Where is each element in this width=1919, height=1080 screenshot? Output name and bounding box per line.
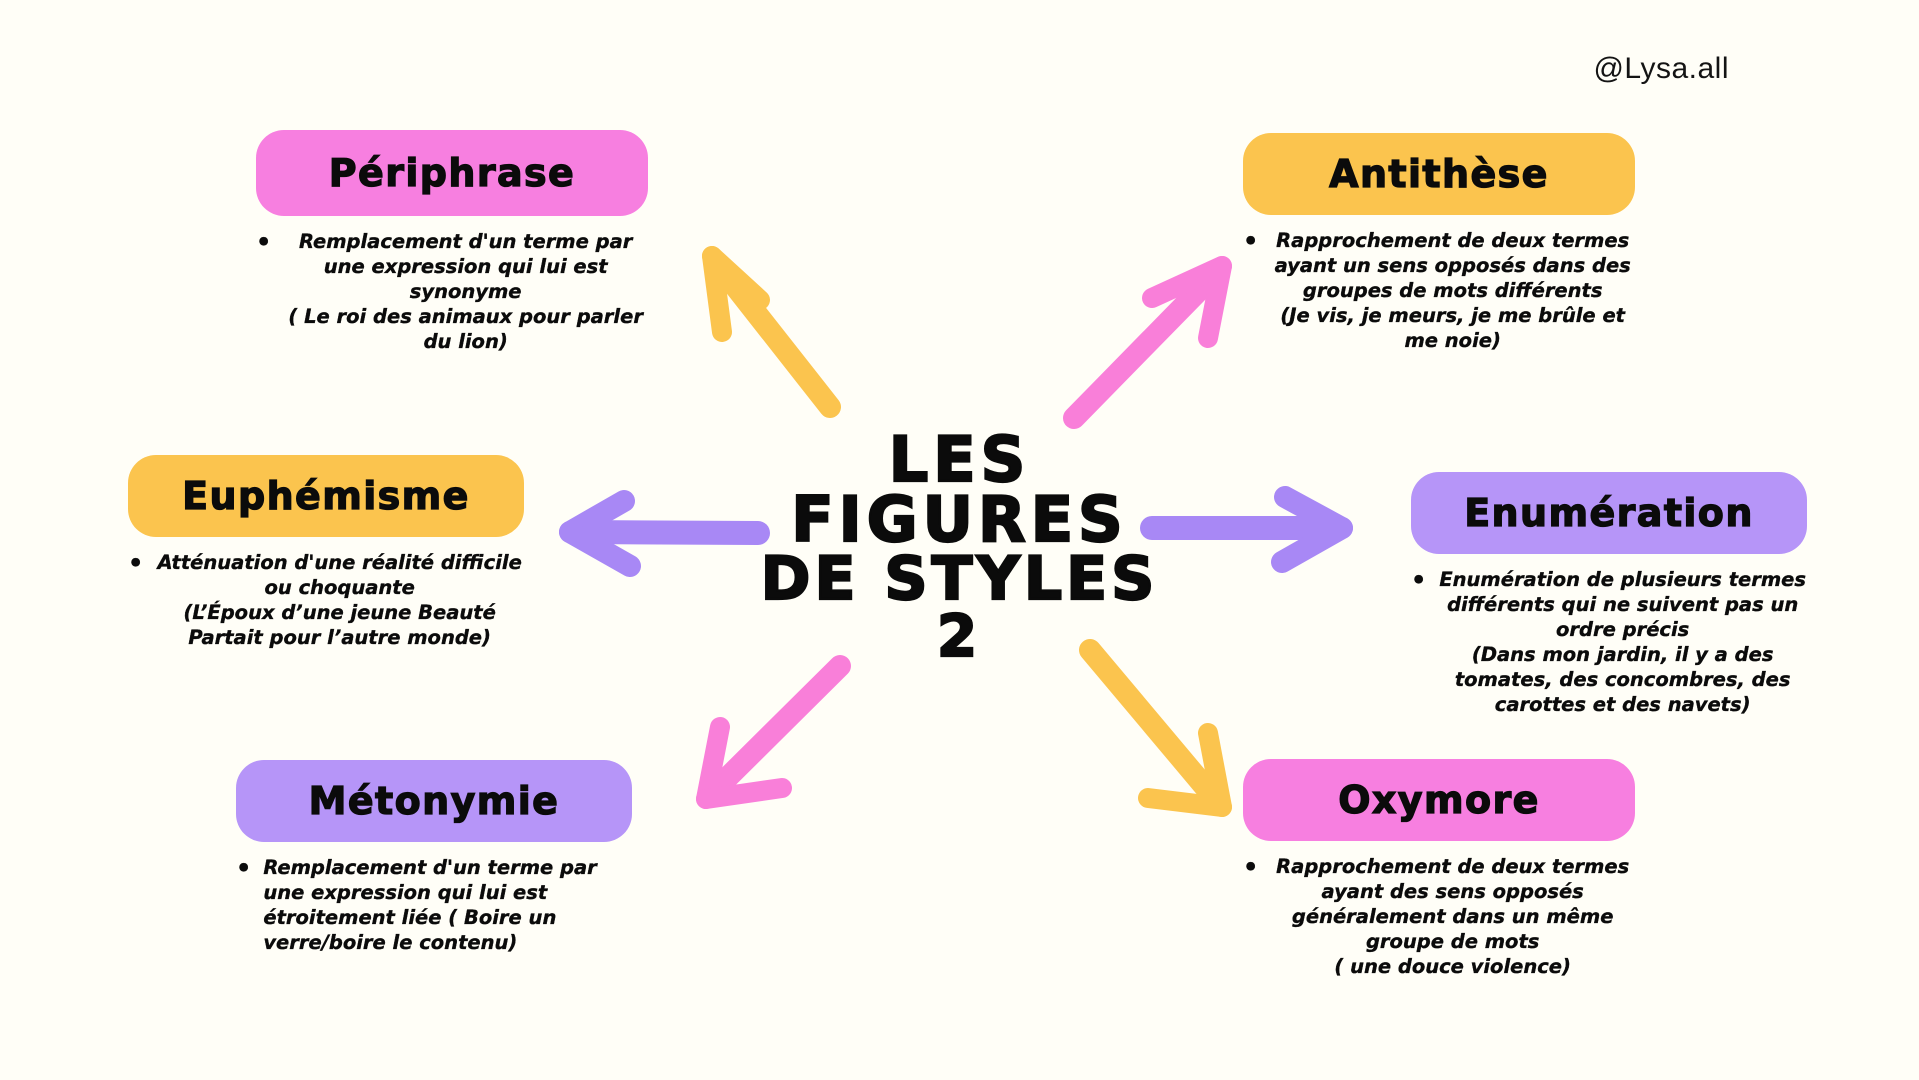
center-title: LES FIGURES DE STYLES 2 <box>700 423 1220 671</box>
node-euphemisme-description-text: Atténuation d'une réalité difficile ou c… <box>157 551 522 649</box>
node-oxymore[interactable]: Oxymore • Rapprochement de deux termes a… <box>1243 759 1635 980</box>
node-metonymie-description: • Remplacement d'un terme par une expres… <box>236 854 632 956</box>
arrow-to-periphrase-icon <box>702 246 841 418</box>
node-metonymie-title: Métonymie <box>308 778 560 823</box>
bullet-icon: • <box>236 854 252 882</box>
node-enumeration-title: Enumération <box>1464 490 1754 535</box>
node-oxymore-pill[interactable]: Oxymore <box>1243 759 1635 841</box>
node-periphrase-description: • Remplacement d'un terme par une expres… <box>256 228 648 355</box>
node-antithese-title: Antithèse <box>1329 151 1549 196</box>
node-periphrase-title: Périphrase <box>328 150 576 195</box>
node-euphemisme[interactable]: Euphémisme • Atténuation d'une réalité d… <box>128 455 524 651</box>
bullet-icon: • <box>1243 227 1259 255</box>
center-title-line-3: DE STYLES <box>760 544 1159 615</box>
center-title-line-4: 2 <box>936 602 983 671</box>
node-periphrase[interactable]: Périphrase • Remplacement d'un terme par… <box>256 130 648 355</box>
node-periphrase-description-text: Remplacement d'un terme par une expressi… <box>288 230 643 353</box>
node-enumeration-pill[interactable]: Enumération <box>1411 472 1807 554</box>
bullet-icon: • <box>256 228 272 256</box>
node-enumeration-description: • Enumération de plusieurs termes différ… <box>1411 566 1807 718</box>
node-euphemisme-description: • Atténuation d'une réalité difficile ou… <box>128 549 524 651</box>
node-antithese-description: • Rapprochement de deux termes ayant un … <box>1243 227 1635 354</box>
bullet-icon: • <box>128 549 144 577</box>
center-title-line-1: LES <box>888 423 1031 496</box>
arrow-to-metonymie-icon <box>696 655 851 809</box>
node-metonymie[interactable]: Métonymie • Remplacement d'un terme par … <box>236 760 632 956</box>
node-oxymore-description: • Rapprochement de deux termes ayant des… <box>1243 853 1635 980</box>
bullet-icon: • <box>1411 566 1427 594</box>
arrow-to-antithese-icon <box>1063 256 1232 429</box>
watermark-handle: @Lysa.all <box>1593 52 1729 85</box>
bullet-icon: • <box>1243 853 1259 881</box>
node-oxymore-title: Oxymore <box>1338 777 1540 822</box>
node-euphemisme-title: Euphémisme <box>182 473 470 518</box>
center-title-line-2: FIGURES <box>790 483 1128 557</box>
node-antithese-description-text: Rapprochement de deux termes ayant un se… <box>1274 229 1631 352</box>
node-enumeration-description-text: Enumération de plusieurs termes différen… <box>1439 568 1807 716</box>
node-antithese-pill[interactable]: Antithèse <box>1243 133 1635 215</box>
node-enumeration[interactable]: Enumération • Enumération de plusieurs t… <box>1411 472 1807 718</box>
arrow-to-oxymore-icon <box>1079 639 1232 817</box>
node-antithese[interactable]: Antithèse • Rapprochement de deux termes… <box>1243 133 1635 354</box>
node-euphemisme-pill[interactable]: Euphémisme <box>128 455 524 537</box>
node-metonymie-pill[interactable]: Métonymie <box>236 760 632 842</box>
node-periphrase-pill[interactable]: Périphrase <box>256 130 648 216</box>
node-oxymore-description-text: Rapprochement de deux termes ayant des s… <box>1276 855 1630 978</box>
node-metonymie-description-text: Remplacement d'un terme par une expressi… <box>263 856 597 954</box>
